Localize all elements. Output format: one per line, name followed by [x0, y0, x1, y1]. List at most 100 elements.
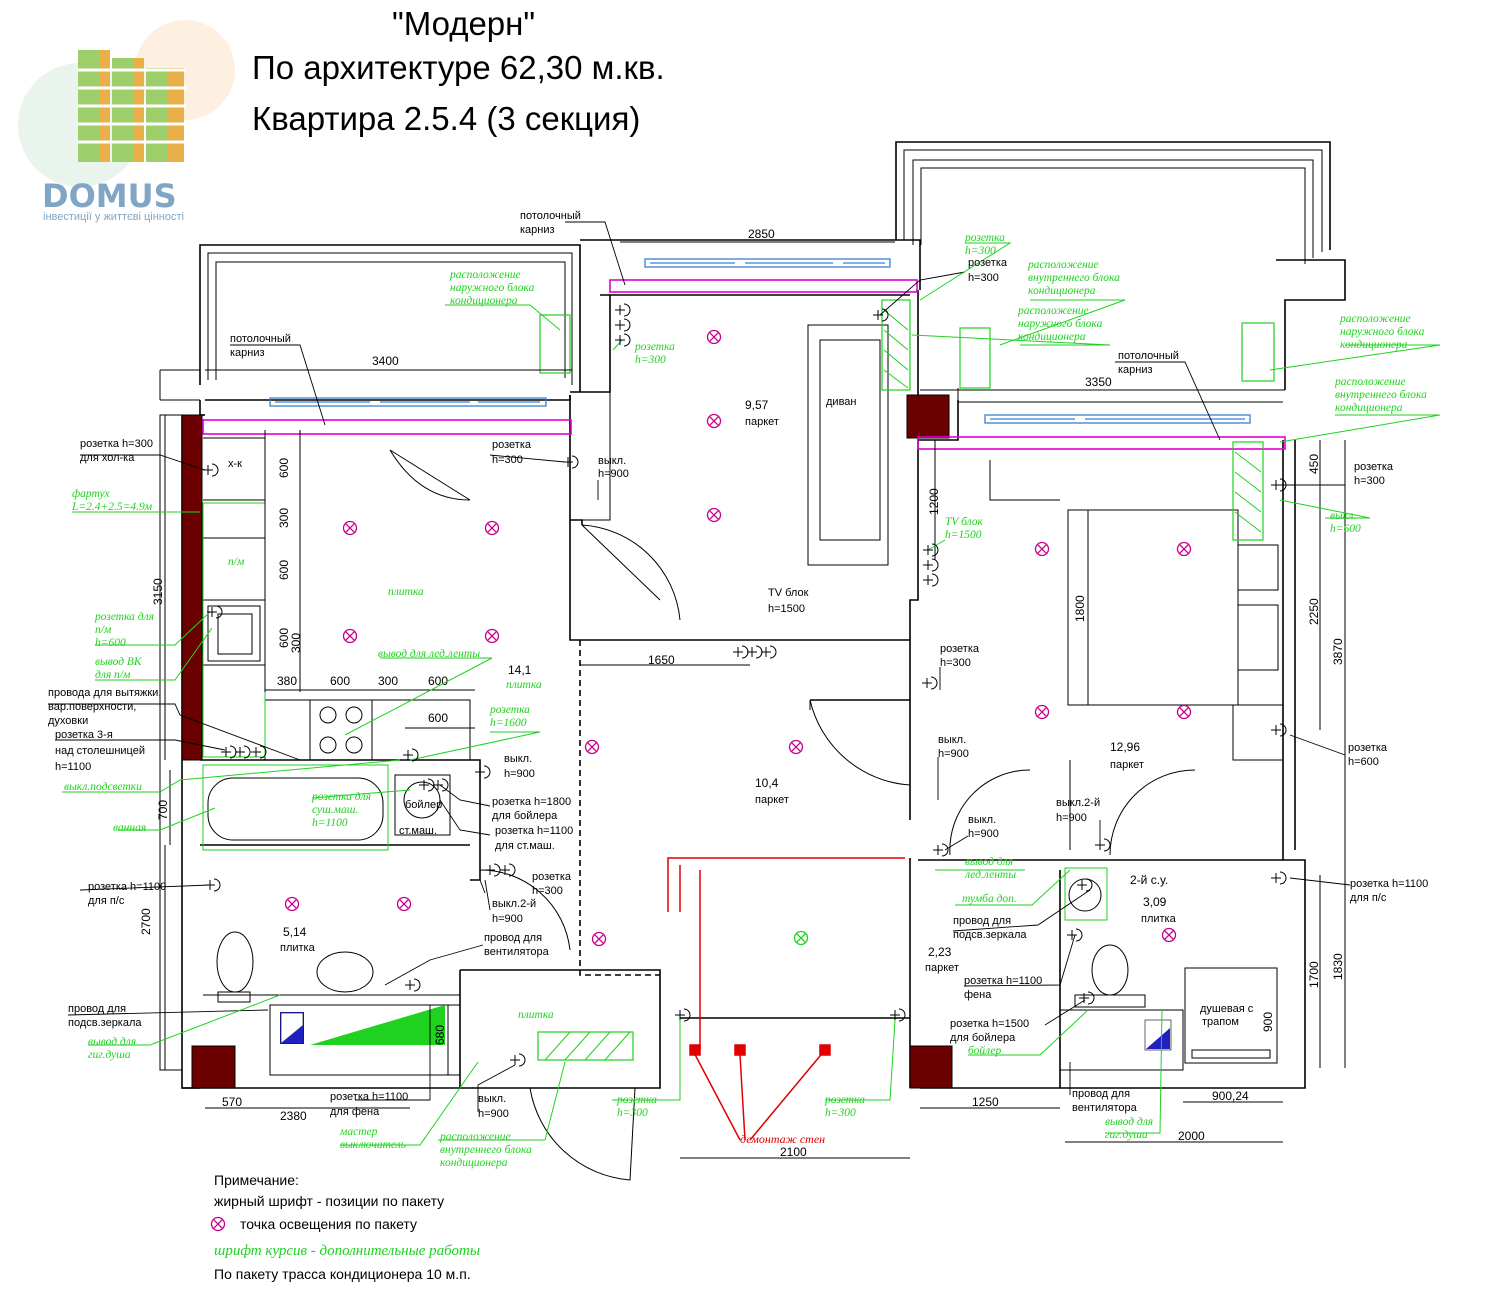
legend-bold-line: жирный шрифт - позиции по пакету	[214, 1193, 444, 1209]
label-sw-cor-h: h=900	[478, 1108, 509, 1120]
dim-300b: 300	[289, 633, 303, 653]
label-sock-boiler: розетка h=1800	[492, 796, 571, 808]
label-cornice-2b: карниз	[230, 347, 265, 359]
cornices	[202, 279, 1286, 450]
label-fen1-b: для фена	[330, 1106, 380, 1118]
dim-900: 900	[1261, 1012, 1275, 1032]
label-sock-ps2-b: для п/с	[1350, 892, 1387, 904]
label-sw-liv-h: h=900	[598, 468, 629, 480]
label-sock-hall-h: h=300	[940, 657, 971, 669]
label-sock-fridge-2: для хол-ка	[80, 452, 135, 464]
label-sw-bath2-h: h=900	[968, 828, 999, 840]
ac-outdoor-boxes	[539, 314, 1275, 389]
dim-600f: 600	[428, 711, 448, 725]
label-cornice-3a: потолочный	[1118, 350, 1179, 362]
socket-icon	[675, 1008, 691, 1022]
socket-icon	[403, 748, 419, 762]
light-point-icon	[484, 628, 500, 644]
note-bath: ванная	[113, 822, 146, 834]
label-cornice-1b: карниз	[520, 224, 555, 236]
socket-icon	[923, 543, 939, 557]
light-point-icon	[342, 520, 358, 536]
socket-icon	[1077, 878, 1093, 892]
label-sock-bal-h: h=300	[968, 272, 999, 284]
dim-1830: 1830	[1331, 953, 1345, 980]
socket-marks	[203, 303, 1287, 1067]
dim-600a: 600	[277, 458, 291, 478]
dim-1700: 1700	[1307, 961, 1321, 988]
label-cornice-1a: потолочный	[520, 210, 581, 222]
label-sock-liv-h: h=300	[492, 454, 523, 466]
legend-italic-line: шрифт курсив - дополнительные работы	[214, 1243, 480, 1259]
dim-600d: 600	[330, 674, 350, 688]
dim-2100: 2100	[780, 1145, 807, 1159]
label-sock3-3: h=1100	[55, 761, 91, 773]
socket-icon	[873, 308, 889, 322]
room-bath2-area: 3,09	[1143, 895, 1167, 909]
label-tv: TV блок	[768, 587, 809, 599]
dim-3150: 3150	[151, 578, 165, 605]
sofa	[807, 299, 911, 566]
label-boiler: бойлер	[405, 799, 442, 811]
label-sock-wash: розетка h=1100	[495, 825, 573, 837]
room-hall-finish: паркет	[755, 794, 789, 806]
bath2-fixtures	[1060, 867, 1278, 1071]
dim-680: 680	[433, 1025, 447, 1045]
label-sw2: выкл.2-й	[492, 898, 536, 910]
light-points	[284, 329, 1192, 947]
dim-700: 700	[156, 800, 170, 820]
socket-icon	[475, 765, 491, 779]
socket-icon	[761, 645, 777, 659]
socket-icon	[1079, 991, 1095, 1005]
room-bath2-finish: плитка	[1141, 913, 1177, 925]
socket-icon	[1271, 723, 1287, 737]
socket-icon	[203, 463, 219, 477]
light-point-icon	[284, 896, 300, 912]
dim-300a: 300	[277, 508, 291, 528]
label-sw-bath: выкл.	[504, 753, 532, 765]
dim-2250: 2250	[1307, 598, 1321, 625]
legend-light-icon	[210, 1216, 226, 1232]
light-point-icon	[788, 739, 804, 755]
label-sock-bal: розетка	[968, 257, 1008, 269]
label-fridge: х-к	[228, 458, 242, 470]
room-bedroom-area: 12,96	[1110, 740, 1140, 754]
logo-brand: DOMUS	[42, 177, 177, 215]
socket-icon	[433, 778, 449, 792]
label-sw-bath2: выкл.	[968, 814, 996, 826]
label-hood-2: вар.поверхности,	[48, 701, 136, 713]
light-point-icon	[706, 329, 722, 345]
label-mirror2: провод для	[953, 915, 1011, 927]
dim-900-24: 900,24	[1212, 1089, 1249, 1103]
dim-3400: 3400	[372, 354, 399, 368]
light-point-extra-icon	[793, 930, 809, 946]
dim-3350: 3350	[1085, 375, 1112, 389]
label-sock-bed1: розетка	[1354, 461, 1394, 473]
light-point-icon	[342, 628, 358, 644]
dim-3870: 3870	[1331, 638, 1345, 665]
dim-2380: 2380	[280, 1109, 307, 1123]
legend-light-line: точка освещения по пакету	[240, 1216, 417, 1232]
label-sock-fridge: розетка h=300	[80, 438, 153, 450]
light-point-icon	[706, 507, 722, 523]
label-sock-k: розетка	[532, 871, 572, 883]
light-point-icon	[584, 739, 600, 755]
room-bath2-name: 2-й с.у.	[1130, 873, 1168, 887]
label-sock-ps1: розетка h=1100	[88, 881, 166, 893]
label-sw-cor: выкл.	[478, 1093, 506, 1105]
dim-1250: 1250	[972, 1095, 999, 1109]
light-point-icon	[1161, 927, 1177, 943]
ac-indoor-hatch	[537, 1031, 634, 1061]
